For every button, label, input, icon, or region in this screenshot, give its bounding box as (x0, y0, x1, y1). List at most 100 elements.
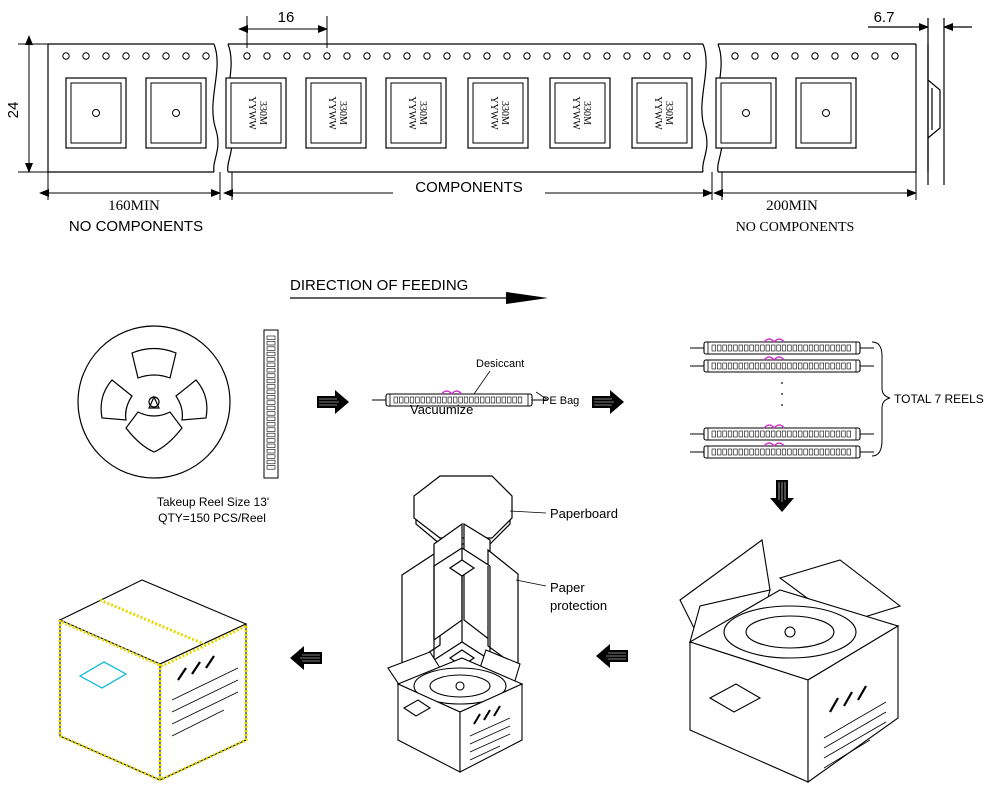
bag-pocket (733, 448, 738, 456)
bag-pocket (749, 344, 754, 352)
packed-reel-bag (690, 442, 874, 459)
bag-pocket (717, 448, 722, 456)
marking-line-1: 330M (417, 101, 428, 125)
trailer-length-label: 200MIN (766, 198, 818, 214)
pocket-inner (310, 82, 362, 144)
empty-pocket (65, 77, 127, 149)
thickness-label: 6.7 (874, 9, 895, 26)
sprocket-hole (182, 52, 190, 60)
marking-text: 330MYYWW (488, 96, 510, 130)
bag-pocket (760, 362, 765, 370)
bag-pocket (485, 396, 490, 404)
bag-pocket (830, 344, 835, 352)
pocket-hole (822, 109, 830, 117)
open-box-right-label (823, 685, 887, 769)
bag-pocket (825, 448, 830, 456)
marking-text: 330MYYWW (326, 96, 348, 130)
sprocket-hole (303, 52, 311, 60)
width-dimension (18, 35, 48, 173)
bag-pocket (393, 396, 398, 404)
open-box-right (679, 539, 902, 784)
filled-pocket: 330MYYWW (225, 77, 287, 149)
marking-line-1: 330M (499, 101, 510, 125)
strip-pocket (266, 384, 276, 389)
closed-box-tape (58, 598, 248, 782)
pe-bag-label: PE Bag (542, 395, 579, 407)
sprocket-hole (731, 52, 739, 60)
marking-text: 330MYYWW (570, 96, 592, 130)
block-arrow (596, 644, 628, 668)
bag-pocket (798, 430, 803, 438)
pocket-hole (92, 109, 100, 117)
sprocket-hole (122, 52, 130, 60)
reel-size-label: Takeup Reel Size 13' (157, 495, 269, 509)
desiccant-pack (763, 356, 785, 362)
strip-pocket (266, 362, 276, 367)
pocket-inner (554, 82, 606, 144)
bag-pocket (835, 362, 841, 370)
reel-stack (690, 338, 874, 459)
bag-pocket (830, 448, 835, 456)
bag-pocket (436, 396, 442, 404)
sprocket-hole (403, 52, 411, 60)
sprocket-hole (871, 52, 879, 60)
bag-pocket (825, 344, 830, 352)
open-box-middle (387, 649, 524, 773)
bag-pocket (727, 362, 733, 370)
bag-pocket (781, 344, 787, 352)
vacuumize-label: Vacuumize (410, 402, 473, 417)
strip-pocket (266, 454, 276, 459)
sprocket-hole (831, 52, 839, 60)
marking-line-1: 330M (663, 101, 674, 125)
sprocket-hole (771, 52, 779, 60)
strip-pocket (266, 427, 276, 432)
strip-pocket (266, 400, 276, 405)
pocket-outer (631, 77, 693, 149)
bag-pocket (803, 344, 808, 352)
bag-pocket (399, 396, 404, 404)
bag-pocket (469, 396, 474, 404)
pe-bag-leader (535, 391, 549, 401)
bag-pocket (717, 430, 722, 438)
strip-pocket (266, 411, 276, 416)
bag-pocket (781, 448, 787, 456)
marking-line-2: YYWW (488, 96, 499, 130)
bag-pocket (771, 362, 776, 370)
strip-pocket (266, 422, 276, 427)
pocket-outer (305, 77, 367, 149)
bag-pocket (792, 430, 797, 438)
sprocket-hole (623, 52, 631, 60)
bag-pocket (819, 362, 824, 370)
bag-pocket (787, 344, 792, 352)
bag-pocket (819, 344, 824, 352)
filled-pocket: 330MYYWW (467, 77, 529, 149)
bag-pocket (846, 362, 851, 370)
pocket-outer (795, 77, 857, 149)
sprocket-hole (663, 52, 671, 60)
desiccant-label: Desiccant (476, 358, 524, 370)
sprocket-hole (503, 52, 511, 60)
sprocket-hole (563, 52, 571, 60)
stack-brace (871, 341, 891, 457)
bag-pocket (798, 362, 803, 370)
bag-pocket (404, 396, 409, 404)
bag-pocket (771, 344, 776, 352)
sprocket-hole (142, 52, 150, 60)
bag-pocket (846, 448, 851, 456)
width-label: 24 (5, 102, 22, 119)
bag-pocket (738, 344, 743, 352)
marking-text: 330MYYWW (406, 96, 428, 130)
bag-pocket (507, 396, 512, 404)
bag-pocket (798, 448, 803, 456)
bag-pocket (798, 344, 803, 352)
bag-pocket (749, 362, 754, 370)
bag-pocket (738, 448, 743, 456)
paperboard-drawing (413, 475, 513, 545)
bag-pocket (808, 362, 814, 370)
carrier-tape (47, 43, 917, 173)
pocket-outer (385, 77, 447, 149)
strip-pocket (266, 341, 276, 346)
packed-reel-bag (372, 390, 546, 407)
bag-pocket (765, 448, 770, 456)
